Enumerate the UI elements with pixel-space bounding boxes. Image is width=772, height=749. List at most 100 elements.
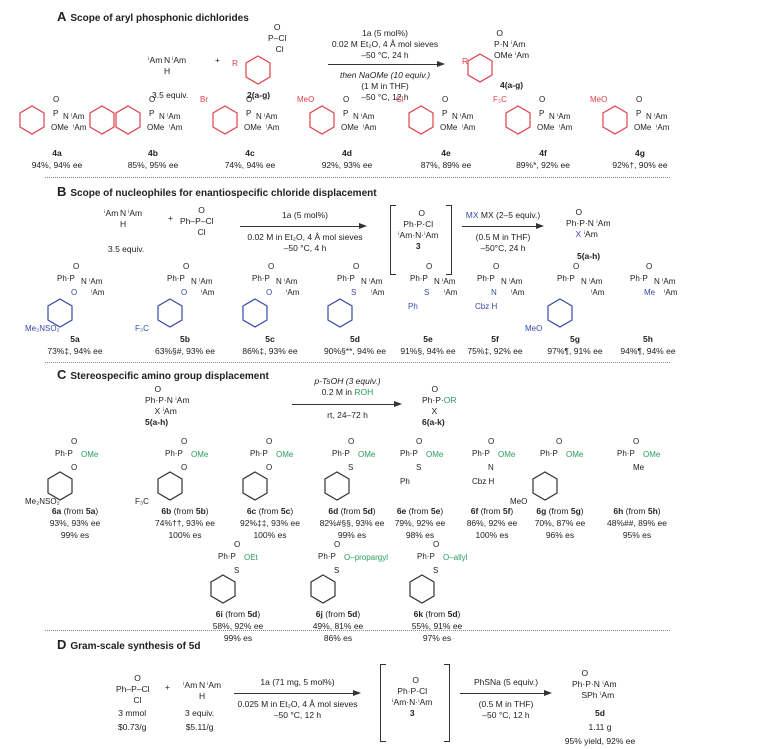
amine-label: ⁱAm <box>462 123 476 132</box>
benzene-ring-icon <box>47 298 73 328</box>
phosphorus-label: P <box>442 109 448 118</box>
compound-caption: 5f 75%‡, 92% ee <box>435 333 555 357</box>
benzene-ring-icon <box>324 471 350 501</box>
nucleophile-atom: Me <box>644 288 656 297</box>
compound-label: 4(a-g) <box>500 80 524 90</box>
section-letter: C <box>57 367 67 382</box>
compound-id: 4g <box>635 148 645 158</box>
oxo-label: O <box>416 437 423 446</box>
yield-ee: 97%¶, 91% ee <box>547 346 603 356</box>
alkoxy-label: O–propargyl <box>344 553 389 562</box>
compound-id-line: 6d (from 5d) <box>292 505 412 517</box>
heteroatom-label: N <box>488 463 494 472</box>
compound-id: 4c <box>245 148 255 158</box>
compound-id: 6g <box>536 506 547 516</box>
conditions-below: (0.5 M in THF)–50 °C, 12 h <box>478 699 534 720</box>
oxo-label: O <box>556 437 563 446</box>
amine-label: N ⁱAm <box>63 112 85 121</box>
yield-ee: 92%, 93% ee <box>321 160 373 170</box>
conditions-below: (0.5 M in THF)–50°C, 24 h <box>475 232 531 253</box>
amine-label: N ⁱAm <box>434 277 456 286</box>
substituent-label: Br <box>200 95 208 104</box>
benzene-ring-icon <box>157 471 183 501</box>
oxo-label: O <box>183 262 190 271</box>
amine-label: ⁱAm <box>266 123 280 132</box>
conditions-below: rt, 24–72 h <box>327 410 368 420</box>
yield-ee: 49%, 81% ee <box>312 621 364 631</box>
oxo-label: O <box>636 95 643 104</box>
phenyl-phosphorus-label: Ph·P <box>165 449 183 458</box>
conditions-below: 0.025 M in Et₂O, 4 Å mol sieves–50 °C, 1… <box>237 699 358 720</box>
phenyl-phosphorus-label: Ph·P <box>630 274 648 283</box>
compound-id: 5f <box>491 334 499 344</box>
yield-ee: 82%#§§, 93% ee <box>319 518 385 528</box>
oxo-label: O <box>493 262 500 271</box>
from-text: (from <box>171 506 196 516</box>
benzene-ring-icon <box>602 105 628 135</box>
compound-caption: 4c 74%, 94% ee <box>190 147 310 171</box>
compound-id: 6f <box>470 506 479 516</box>
benzene-ring-icon <box>47 471 73 501</box>
alkoxy-label: OMe <box>643 450 661 459</box>
substituent-label: MeO <box>297 95 315 104</box>
compound-id: 6i <box>215 609 223 619</box>
substituent-label: MeO <box>590 95 608 104</box>
from-text: (from <box>338 506 363 516</box>
benzene-ring-icon <box>310 574 336 604</box>
nucleophile-atom: O <box>266 288 273 297</box>
yield-ee: 94%, 94% ee <box>31 160 83 170</box>
alkoxy-label: OMe <box>358 450 376 459</box>
phenyl-phosphorus-label: Ph·P <box>318 552 336 561</box>
source-compound: 5d <box>362 506 373 516</box>
section-letter: B <box>57 184 67 199</box>
yield-ee: 94%¶, 94% ee <box>620 346 676 356</box>
oxo-label: O <box>149 95 156 104</box>
alkoxy-label: OMe <box>426 450 444 459</box>
yield-ee: 55%, 91% ee <box>411 621 463 631</box>
compound-id-line: 6i (from 5d) <box>178 608 298 620</box>
reaction-arrow <box>328 61 445 67</box>
yield-ee: 74%, 94% ee <box>224 160 276 170</box>
compound-id: 6e <box>396 506 407 516</box>
oxo-label: O <box>442 95 449 104</box>
compound-id: 5g <box>570 334 580 344</box>
phenyl-phosphorus-label: Ph·P <box>557 274 575 283</box>
reaction-arrow <box>462 223 544 229</box>
oxo-label: O <box>633 437 640 446</box>
from-text: (from <box>478 506 503 516</box>
yield-ee: 70%, 87% ee <box>534 518 586 528</box>
amine-label: ⁱAm <box>511 288 525 297</box>
compound-id: 4a <box>52 148 62 158</box>
compound-id: 6b <box>161 506 172 516</box>
alkoxy-label: OMe <box>81 450 99 459</box>
substituent-label: Cl <box>396 95 404 104</box>
phosphorus-label: P <box>53 109 59 118</box>
heteroatom-label: S <box>334 566 340 575</box>
yield-ee: 75%‡, 92% ee <box>467 346 523 356</box>
phenyl-phosphorus-label: Ph·P <box>617 449 635 458</box>
amine-label: ⁱAm <box>363 123 377 132</box>
compound-id: 5b <box>180 334 190 344</box>
compound-id-line: 6b (from 5b) <box>125 505 245 517</box>
amine-label: N ⁱAm <box>276 277 298 286</box>
